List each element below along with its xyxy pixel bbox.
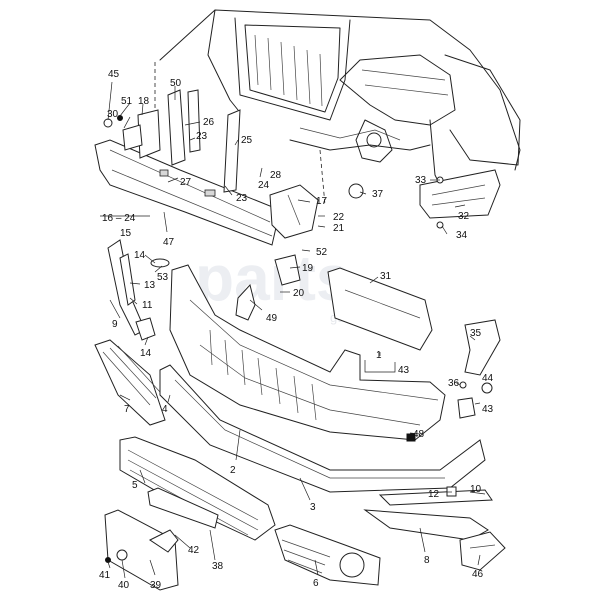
bumper-beam-assembly (94, 89, 319, 286)
callout-2: 2 (230, 465, 236, 476)
callout-41: 41 (99, 570, 111, 581)
callout-51: 51 (121, 96, 133, 107)
side-trim-strips (363, 486, 506, 571)
fog-light-grille (274, 524, 381, 586)
callout-18: 18 (138, 96, 150, 107)
license-plate-holder (104, 509, 179, 591)
right-side-mounts (406, 319, 501, 442)
callout-25: 25 (241, 135, 253, 146)
callout-26: 26 (203, 117, 215, 128)
leader-lines (100, 81, 486, 579)
callout-28: 28 (270, 170, 282, 181)
callout-49: 49 (266, 313, 278, 324)
callout-27: 27 (180, 177, 192, 188)
callout-17: 17 (316, 196, 328, 207)
callout-43-right: 43 (482, 404, 494, 415)
callout-20: 20 (293, 288, 305, 299)
callout-30: 30 (107, 109, 119, 120)
lower-spoiler (159, 364, 486, 493)
callout-19: 19 (302, 263, 314, 274)
callout-10: 10 (470, 484, 482, 495)
callout-53: 53 (157, 272, 169, 283)
callout-1: 1 (376, 350, 382, 361)
right-side-bracket (348, 169, 501, 229)
callout-22: 22 (333, 212, 345, 223)
callout-39: 39 (150, 580, 162, 591)
callout-16-24: 16 – 24 (102, 213, 136, 224)
callout-40: 40 (118, 580, 130, 591)
callout-15: 15 (120, 228, 132, 239)
watermark-text: parts (195, 242, 352, 314)
callout-45: 45 (108, 69, 120, 80)
callout-50: 50 (170, 78, 182, 89)
callout-labels: 45 51 30 18 50 26 23 25 27 23 28 24 37 3… (99, 69, 494, 591)
lower-grille (119, 436, 276, 541)
callout-13: 13 (144, 280, 156, 291)
bumper-cover (169, 264, 446, 441)
callout-8: 8 (424, 555, 430, 566)
callout-11: 11 (142, 300, 153, 311)
callout-23-lower: 23 (236, 193, 248, 204)
callout-37: 37 (372, 189, 384, 200)
callout-5: 5 (132, 480, 138, 491)
callout-42: 42 (188, 545, 200, 556)
callout-46: 46 (472, 569, 484, 580)
callout-12: 12 (428, 489, 440, 500)
callout-34: 34 (456, 230, 468, 241)
left-side-parts (94, 239, 170, 426)
callout-38: 38 (212, 561, 224, 572)
callout-33: 33 (415, 175, 427, 186)
callout-14-lower: 14 (140, 348, 152, 359)
callout-9: 9 (112, 319, 118, 330)
callout-31: 31 (380, 271, 392, 282)
callout-48: 48 (413, 429, 425, 440)
callout-4: 4 (162, 404, 168, 415)
callout-24: 24 (258, 180, 270, 191)
callout-47: 47 (163, 237, 175, 248)
callout-35: 35 (470, 328, 482, 339)
callout-6: 6 (313, 578, 319, 589)
callout-44: 44 (482, 373, 494, 384)
callout-36: 36 (448, 378, 460, 389)
callout-23: 23 (196, 131, 208, 142)
callout-7: 7 (124, 404, 130, 415)
callout-14: 14 (134, 250, 146, 261)
callout-3: 3 (310, 502, 316, 513)
callout-43: 43 (398, 365, 410, 376)
vehicle-front-structure (154, 9, 521, 206)
callout-32: 32 (458, 211, 470, 222)
callout-21: 21 (333, 223, 345, 234)
callout-52: 52 (316, 247, 328, 258)
